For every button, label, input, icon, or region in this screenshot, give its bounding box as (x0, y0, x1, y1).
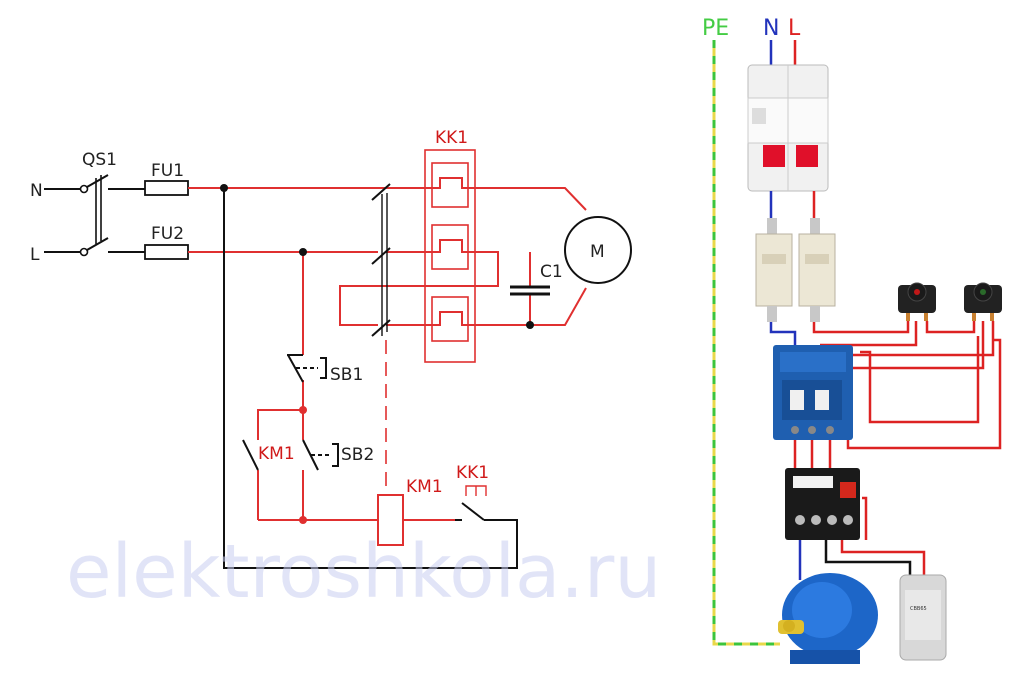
label-kk1-top: KK1 (435, 128, 468, 148)
junction-dot (299, 248, 307, 256)
push-button (898, 282, 936, 321)
watermark: elektroshkola.ru (66, 529, 661, 615)
push-button (964, 282, 1002, 321)
fuse (798, 218, 836, 322)
label-sb2: SB2 (341, 445, 374, 465)
label-km1-left: KM1 (258, 444, 295, 464)
circuit-breaker (747, 64, 829, 192)
motor-wires (798, 496, 926, 580)
schematic-diagram: N L QS1 FU1 FU2 (30, 128, 632, 569)
motor-symbol (564, 216, 632, 284)
wiring-diagram: PE N L (702, 16, 1002, 664)
sb1-stop-button (287, 354, 327, 383)
capacitor: CBB65 (899, 574, 947, 661)
label-l: L (30, 245, 40, 265)
label-qs1: QS1 (82, 150, 117, 170)
junction-dot (526, 321, 534, 329)
sb2-start-button (302, 439, 339, 471)
thermal-relay (785, 468, 860, 540)
l-terminal (79, 247, 89, 257)
label-fu2: FU2 (151, 224, 184, 244)
control-wires (769, 321, 1002, 450)
pe-wire-green (712, 40, 780, 646)
contactor (773, 345, 853, 440)
electric-motor (778, 573, 878, 664)
junction-dot (299, 406, 307, 414)
power-wires-out (793, 440, 832, 470)
label-kk1-contact: KK1 (456, 463, 489, 483)
label-c1: C1 (540, 262, 563, 282)
km1-main-contacts (371, 183, 391, 337)
km1-aux-contact (242, 439, 259, 471)
label-km1-coil: KM1 (406, 477, 443, 497)
qs1-switch (86, 174, 145, 253)
label-sb1: SB1 (330, 365, 363, 385)
junction-dot (220, 184, 228, 192)
svg-text:CBB65: CBB65 (910, 606, 927, 612)
label-n-bus: N (763, 16, 779, 41)
kk1-nc-contact (455, 485, 487, 521)
neutral-wire (188, 187, 518, 569)
kk1-thermal-relay (424, 149, 476, 363)
label-n: N (30, 181, 43, 201)
label-fu1: FU1 (151, 161, 184, 181)
fu1-fuse (144, 180, 189, 196)
junction-dot (299, 516, 307, 524)
label-l-bus: L (788, 16, 801, 41)
label-pe: PE (702, 16, 729, 41)
km1-coil (377, 494, 404, 546)
fuse (755, 218, 793, 322)
c1-capacitor (510, 285, 550, 296)
label-motor: M (590, 242, 605, 262)
n-terminal (79, 184, 89, 194)
fu2-fuse (144, 244, 189, 260)
